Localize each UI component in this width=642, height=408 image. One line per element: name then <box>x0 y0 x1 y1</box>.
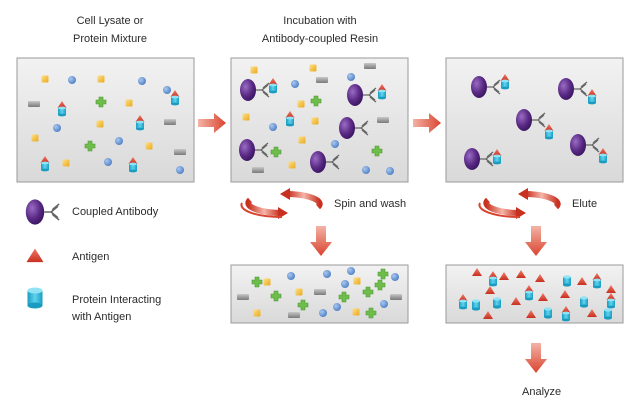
legend-coupled-antibody-label: Coupled Antibody <box>72 206 159 218</box>
legend-protein-line2: with Antigen <box>72 311 132 323</box>
spin-and-wash-label: Spin and wash <box>334 198 407 210</box>
spin-wash-swirl-icon <box>240 188 323 219</box>
bound-panel <box>445 57 624 183</box>
arrow-right-2 <box>413 113 441 133</box>
arrow-down-1 <box>310 226 332 256</box>
wash-panel <box>230 264 409 324</box>
lysate-panel <box>16 57 195 183</box>
legend-protein-icon <box>27 287 43 309</box>
title-incubation-line2: Antibody-coupled Resin <box>261 33 379 45</box>
arrow-right-1 <box>198 113 226 133</box>
legend-protein-line1: Protein Interacting <box>72 294 162 306</box>
incubation-panel <box>230 57 409 183</box>
elute-label: Elute <box>572 198 598 210</box>
elute-swirl-icon <box>478 188 561 219</box>
legend-antibody-icon <box>25 199 60 225</box>
eluted-panel <box>445 264 624 324</box>
arrow-down-2 <box>525 226 547 256</box>
legend-antigen-label: Antigen <box>72 251 110 263</box>
arrow-down-3 <box>525 343 547 373</box>
legend-antigen-icon <box>26 248 44 263</box>
analyze-label: Analyze <box>522 386 562 398</box>
title-lysate-line1: Cell Lysate or <box>76 15 144 27</box>
title-lysate-line2: Protein Mixture <box>73 33 147 45</box>
title-incubation-line1: Incubation with <box>283 15 357 27</box>
